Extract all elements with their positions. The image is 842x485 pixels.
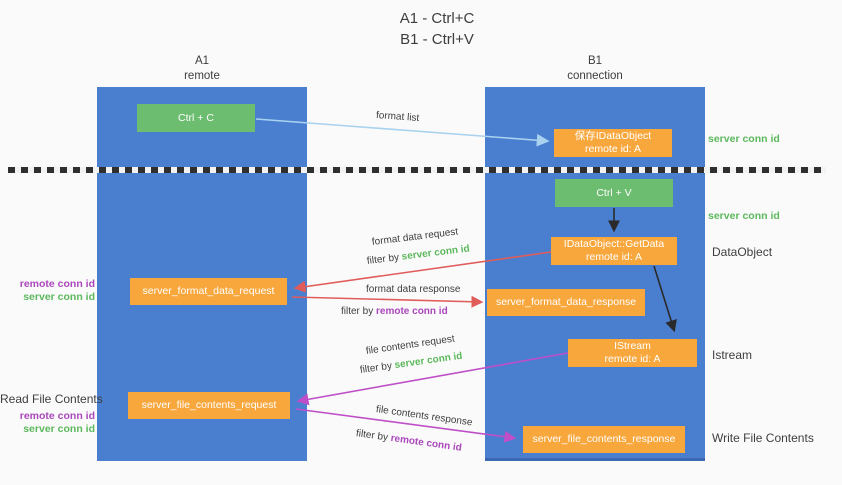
- server-file-contents-request-box: server_file_contents_request: [128, 392, 290, 419]
- left-labels-file: remote conn id server conn id: [4, 410, 95, 435]
- getdata-line1: IDataObject::GetData: [563, 238, 665, 250]
- istream-box: IStream remote id: A: [568, 339, 697, 367]
- save-idataobject-box: 保存IDataObject remote id: A: [554, 129, 672, 157]
- edge-filter-format-data-request: filter by server conn id: [366, 243, 470, 267]
- lifeline-a1-id: A1: [194, 55, 210, 67]
- ctrl-c-label: Ctrl + C: [178, 111, 214, 124]
- lifeline-a1-role: remote: [184, 70, 220, 82]
- server-file-contents-response-box: server_file_contents_response: [523, 426, 685, 453]
- right-label-istream: Istream: [712, 348, 753, 362]
- right-label-server-conn-id-top: server conn id: [708, 133, 780, 145]
- server-format-data-response-label: server_format_data_response: [495, 296, 637, 308]
- filter-by-text: filter by: [359, 360, 396, 376]
- right-label-server-conn-id-mid: server conn id: [708, 210, 780, 222]
- diagram-title: A1 - Ctrl+C B1 - Ctrl+V: [287, 8, 587, 50]
- edge-label-format-list: format list: [375, 110, 420, 125]
- istream-line2: remote id: A: [604, 353, 661, 365]
- lifeline-b1-header: B1 connection: [485, 54, 705, 84]
- save-idataobject-line1: 保存IDataObject: [574, 130, 652, 142]
- server-file-contents-request-label: server_file_contents_request: [141, 399, 277, 411]
- edge-label-file-contents-response: file contents response: [375, 404, 474, 429]
- edge-filter-file-contents-response: filter by remote conn id: [355, 428, 462, 454]
- server-file-contents-response-label: server_file_contents_response: [532, 433, 676, 445]
- ctrl-v-action-box: Ctrl + V: [555, 179, 673, 207]
- edge-label-format-data-response: format data response: [366, 284, 461, 295]
- edge-label-format-data-request: format data request: [371, 226, 459, 248]
- edge-filter-format-data-response: filter by remote conn id: [341, 306, 448, 317]
- left-labels-format: remote conn id server conn id: [4, 278, 95, 303]
- remote-conn-id-text: remote conn id: [376, 306, 448, 317]
- machine-boundary-dotted-line: [8, 167, 826, 173]
- filter-by-text: filter by: [366, 251, 403, 267]
- istream-line1: IStream: [614, 340, 651, 352]
- title-line-a1: A1 - Ctrl+C: [399, 10, 475, 27]
- getdata-line2: remote id: A: [585, 251, 643, 263]
- server-format-data-response-box: server_format_data_response: [487, 289, 645, 316]
- server-format-data-request-label: server_format_data_request: [142, 285, 275, 297]
- left-label-remote-conn-id-top: remote conn id: [19, 278, 95, 290]
- server-conn-id-text: server conn id: [401, 243, 471, 263]
- title-line-b1: B1 - Ctrl+V: [400, 31, 474, 48]
- left-label-read-file-contents: Read File Contents: [0, 392, 103, 406]
- server-format-data-request-box: server_format_data_request: [130, 278, 287, 305]
- save-idataobject-line2: remote id: A: [584, 143, 642, 155]
- right-label-dataobject: DataObject: [712, 245, 773, 259]
- lifeline-a1-header: A1 remote: [97, 54, 307, 84]
- lifeline-b1-id: B1: [587, 55, 603, 67]
- right-label-write-file-contents: Write File Contents: [712, 431, 814, 445]
- filter-by-text: filter by: [341, 306, 377, 317]
- arrow-format-data-response: [291, 295, 484, 308]
- left-label-server-conn-id-top: server conn id: [23, 290, 95, 303]
- lifeline-b1-role: connection: [567, 70, 623, 82]
- remote-conn-id-text: remote conn id: [389, 432, 463, 454]
- left-label-remote-conn-id-bottom: remote conn id: [19, 410, 95, 422]
- server-conn-id-text: server conn id: [393, 350, 464, 372]
- left-label-server-conn-id-bottom: server conn id: [23, 422, 95, 435]
- idataobject-getdata-box: IDataObject::GetData remote id: A: [551, 237, 677, 265]
- ctrl-v-label: Ctrl + V: [596, 186, 632, 199]
- filter-by-text: filter by: [355, 428, 392, 444]
- ctrl-c-action-box: Ctrl + C: [137, 104, 255, 132]
